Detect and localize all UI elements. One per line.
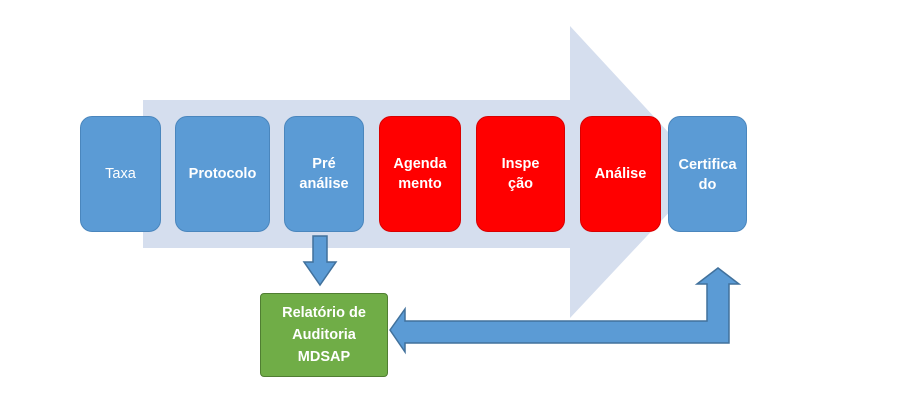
step-protocolo-label: Protocolo: [188, 166, 257, 182]
step-pre-analise: Pré análise: [284, 116, 364, 232]
step-inspecao: Inspe ção: [476, 116, 565, 232]
step-taxa-label: Taxa: [105, 166, 136, 182]
step-inspecao-label: Inspe ção: [501, 156, 540, 192]
step-protocolo: Protocolo: [175, 116, 270, 232]
step-pre-analise-label: Pré análise: [299, 156, 349, 192]
down-arrow-to-report: [302, 235, 338, 287]
step-analise-label: Análise: [594, 166, 647, 182]
audit-report-label: Relatório de Auditoria MDSAP: [282, 305, 366, 365]
step-agendamento-label: Agenda mento: [393, 156, 447, 192]
step-analise: Análise: [580, 116, 661, 232]
step-certificado: Certifica do: [668, 116, 747, 232]
audit-report-box: Relatório de Auditoria MDSAP: [260, 293, 388, 377]
step-certificado-label: Certifica do: [678, 157, 737, 193]
step-agendamento: Agenda mento: [379, 116, 461, 232]
step-taxa: Taxa: [80, 116, 161, 232]
return-arrow-to-report: [389, 267, 742, 355]
